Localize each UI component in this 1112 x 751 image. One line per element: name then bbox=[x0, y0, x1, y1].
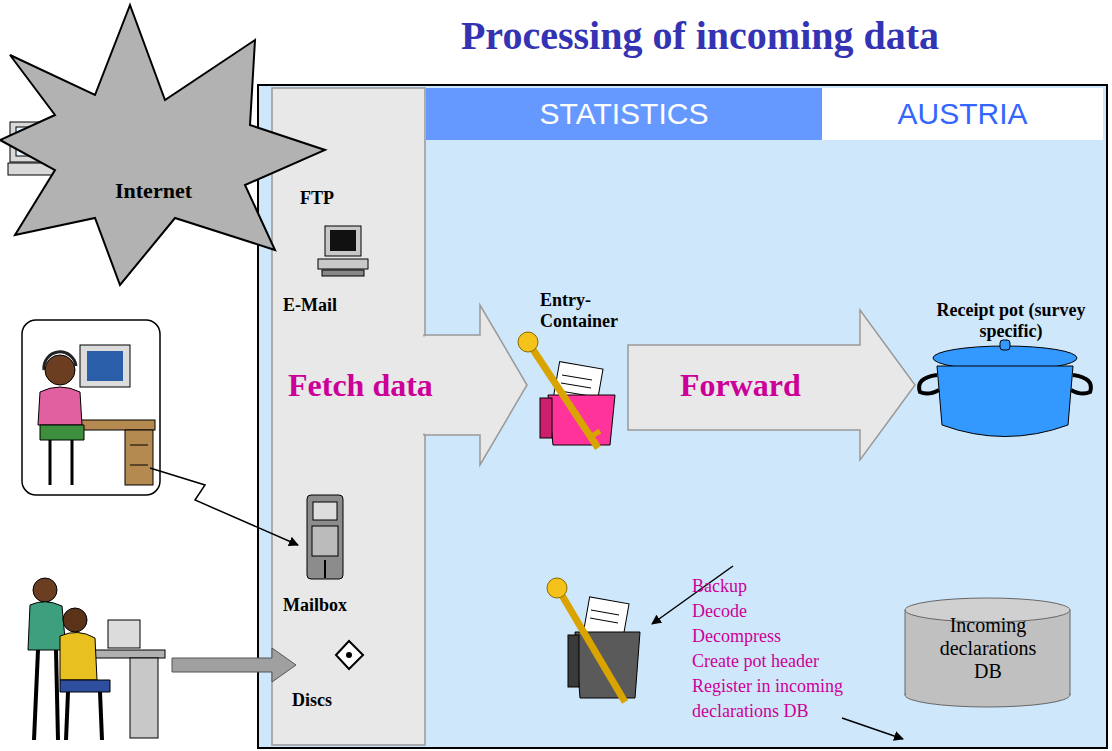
phone-icon bbox=[307, 495, 343, 579]
channel-label: Discs bbox=[292, 690, 332, 711]
channel-column bbox=[272, 88, 425, 745]
process-arrow: Fetch data bbox=[272, 305, 527, 465]
channel-label: Mailbox bbox=[283, 595, 347, 616]
delivery-arrow bbox=[172, 648, 296, 682]
process-arrow: Forward bbox=[628, 310, 915, 460]
header-band: STATISTICS bbox=[426, 88, 822, 140]
step-label: Decompress bbox=[692, 624, 907, 649]
arrow-label: Fetch data bbox=[288, 366, 433, 404]
disc-icon bbox=[336, 641, 363, 669]
people-picture bbox=[28, 578, 165, 740]
pot-node: Receipt pot (survey specific) bbox=[915, 295, 1100, 445]
database-cylinder bbox=[905, 598, 1070, 707]
container-node: Entry- Container bbox=[515, 285, 632, 455]
dial-line bbox=[150, 468, 298, 545]
pot-icon bbox=[919, 340, 1091, 437]
step-label: Create pot header bbox=[692, 649, 907, 674]
internet-burst bbox=[0, 5, 325, 285]
step-label: Register in incoming declarations DB bbox=[692, 674, 907, 724]
step-label: Decode bbox=[692, 599, 907, 624]
database-node: Incoming declarations DB bbox=[905, 598, 1070, 708]
container-icon bbox=[547, 578, 640, 702]
step-label: Backup bbox=[692, 574, 907, 599]
step-list: BackupDecodeDecompressCreate pot headerR… bbox=[692, 574, 907, 724]
header-band: AUSTRIA bbox=[822, 88, 1103, 140]
page-title: Processing of incoming data bbox=[380, 12, 1020, 59]
computer-icon bbox=[318, 226, 368, 276]
channel-column: FTP E-MailMailboxDiscs bbox=[272, 88, 425, 745]
channel-label: FTP bbox=[300, 188, 334, 209]
pot-label: Receipt pot (survey specific) bbox=[936, 300, 1086, 342]
forward-arrow bbox=[628, 310, 915, 460]
channel-label: E-Mail bbox=[283, 295, 337, 316]
operator-picture bbox=[22, 320, 160, 495]
cloud-label: Internet bbox=[115, 178, 192, 204]
container-label: Entry- Container bbox=[540, 290, 630, 332]
leader-line bbox=[842, 718, 903, 739]
fetch-arrow bbox=[424, 305, 527, 465]
panel-ground bbox=[258, 85, 1107, 748]
internet-cloud: Internet bbox=[0, 0, 320, 290]
organisation-panel: FTP E-MailMailboxDiscs Fetch data Entry- Co… bbox=[258, 85, 1107, 748]
arrow-label: Forward bbox=[680, 366, 801, 404]
database-label: Incoming declarations DB bbox=[928, 614, 1048, 683]
container-icon bbox=[518, 332, 615, 448]
